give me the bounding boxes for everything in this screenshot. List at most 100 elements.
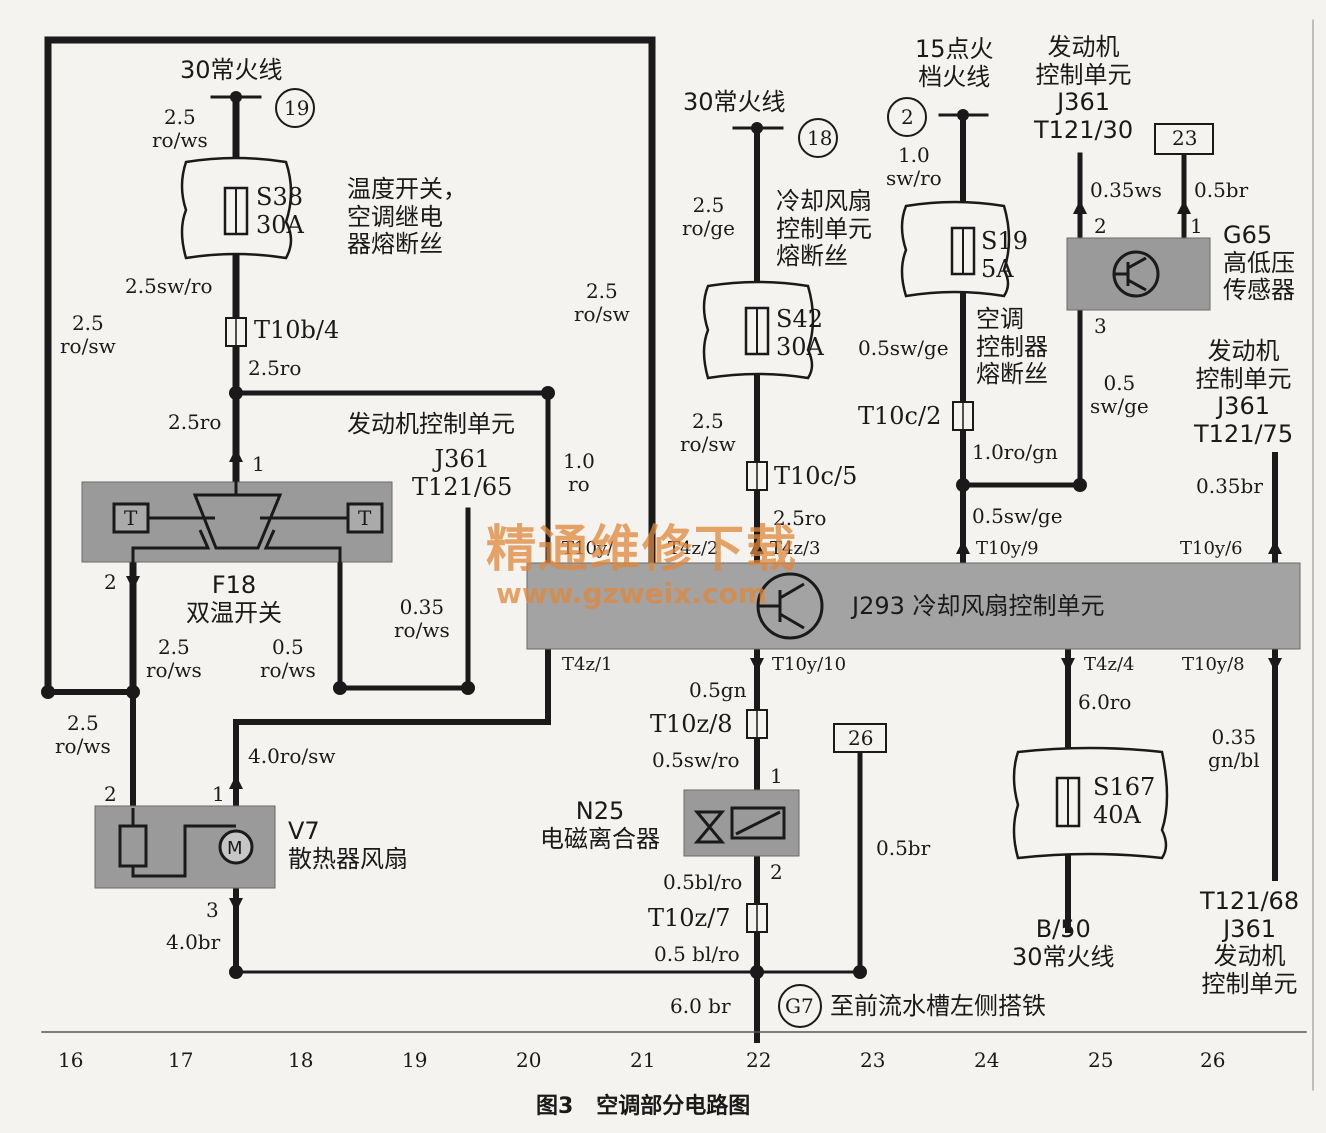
wire-label-21: 6.0 br — [670, 994, 731, 1018]
conn-t10y8: T10y/8 — [1182, 654, 1245, 675]
ref-circle-18 — [798, 118, 838, 158]
ref-box-26 — [833, 723, 887, 753]
s19-label: S19 5A — [981, 227, 1028, 283]
pin-f18-2: 2 — [104, 570, 117, 594]
j293-label: J293 冷却风扇控制单元 — [852, 592, 1105, 620]
pin-g65-3: 3 — [1094, 314, 1107, 338]
axis-num: 23 — [860, 1048, 886, 1072]
supply-30-left: 30常火线 — [180, 56, 283, 84]
wire-label-26: 0.5sw/ge — [972, 504, 1063, 528]
pin-v7-1: 1 — [212, 782, 225, 806]
ref-box-23 — [1154, 123, 1214, 155]
wire-label-14: 2.5 ro/ge — [682, 193, 735, 240]
wire-label-7: 1.0 ro — [563, 449, 595, 496]
ref-23-label: 23 — [1172, 126, 1198, 150]
ref-26-label: 26 — [848, 726, 874, 750]
conn-t10c5: T10c/5 — [774, 462, 858, 490]
wire-label-25: 1.0ro/gn — [972, 440, 1058, 464]
g7-ground-circle — [778, 984, 822, 1028]
svg-text:M: M — [227, 838, 243, 859]
wire-label-2: 2.5sw/ro — [125, 274, 213, 298]
wire-label-32: 0.35 gn/bl — [1208, 725, 1260, 772]
n25-body — [683, 789, 800, 857]
wire-label-27: 0.35ws — [1090, 178, 1162, 202]
ecu-bottom-label: T121/68 J361 发动机 控制单元 — [1200, 887, 1300, 998]
pin-g65-1: 1 — [1190, 214, 1203, 238]
f18-label: F18 双温开关 — [186, 571, 282, 627]
pin-f18-1: 1 — [252, 452, 265, 476]
pin-n25-2: 2 — [770, 860, 783, 884]
wire-label-17: 0.5gn — [689, 678, 747, 702]
j293-body — [526, 562, 1301, 650]
s19-desc: 空调 控制器 熔断丝 — [976, 305, 1048, 389]
wire-f18-right — [337, 507, 471, 691]
ref-circle-2 — [887, 97, 927, 137]
s38-label: S38 30A — [256, 183, 304, 239]
wire-label-28: 0.5br — [1194, 178, 1249, 202]
conn-t10b4: T10b/4 — [254, 316, 340, 344]
axis-num: 19 — [402, 1048, 428, 1072]
j361-mid-label: J361 T121/65 — [412, 445, 513, 501]
supply-30-mid: 30常火线 — [683, 88, 786, 116]
wire-label-30: 0.35br — [1196, 474, 1263, 498]
ecu-right-label: 发动机 控制单元 J361 T121/75 — [1194, 337, 1294, 448]
ref-19-label: 19 — [284, 96, 310, 120]
s42-desc: 冷却风扇 控制单元 熔断丝 — [776, 187, 872, 271]
wire-label-6: 2.5 ro/sw — [574, 279, 630, 326]
figure-caption: 图3 空调部分电路图 — [536, 1094, 751, 1119]
conn-t4z4: T4z/4 — [1084, 654, 1135, 675]
ref-circle-19 — [275, 88, 315, 128]
f18-t-right: T — [358, 506, 372, 530]
watermark-cn: 精通维修下载 — [486, 520, 798, 578]
conn-t10y6: T10y/6 — [1180, 538, 1243, 559]
axis-num: 17 — [168, 1048, 194, 1072]
supply-15: 15点火 档火线 — [915, 35, 994, 91]
wire-label-15: 2.5 ro/sw — [680, 409, 736, 456]
wire-outer-loop — [44, 36, 656, 696]
ecu-top-label: 发动机 控制单元 J361 T121/30 — [1034, 33, 1134, 144]
conn-t4z3: T4z/3 — [770, 538, 821, 559]
ecu-mid-label: 发动机控制单元 — [347, 410, 515, 438]
conn-t10z7: T10z/7 — [648, 904, 731, 932]
v7-label: V7 散热器风扇 — [288, 817, 408, 873]
f18-t-left: T — [124, 506, 138, 530]
wire-label-8: 0.35 ro/ws — [394, 595, 450, 642]
g65-label: G65 高低压 传感器 — [1223, 221, 1295, 305]
axis-num: 21 — [630, 1048, 656, 1072]
wire-label-19: 0.5bl/ro — [663, 870, 743, 894]
wire-label-16: 2.5ro — [773, 506, 827, 530]
axis-num: 24 — [974, 1048, 1000, 1072]
n25-label: N25 电磁离合器 — [540, 797, 660, 853]
axis-num: 26 — [1200, 1048, 1226, 1072]
conn-t10y9: T10y/9 — [976, 538, 1039, 559]
ref-2-label: 2 — [901, 105, 914, 129]
wire-label-1: 2.5 ro/ws — [152, 105, 208, 152]
wire-label-23: 1.0 sw/ro — [886, 143, 942, 190]
wire-label-18: 0.5sw/ro — [652, 748, 740, 772]
pin-v7-2: 2 — [104, 782, 117, 806]
conn-t4z2: T4z/2 — [668, 538, 719, 559]
conn-t10y10: T10y/10 — [772, 654, 847, 675]
g7-label: G7 — [785, 994, 814, 1018]
conn-t10y: T10y/ — [562, 538, 614, 559]
conn-t10c2: T10c/2 — [858, 402, 942, 430]
g65-body — [1066, 237, 1211, 311]
b50-label: B/50 30常火线 — [1012, 915, 1115, 971]
pin-g65-2: 2 — [1094, 214, 1107, 238]
s167-label: S167 40A — [1093, 773, 1156, 829]
axis-num: 22 — [746, 1048, 772, 1072]
wire-4ro-sw — [233, 647, 551, 811]
wire-label-29: 0.5 sw/ge — [1090, 371, 1149, 418]
axis-num: 20 — [516, 1048, 542, 1072]
wire-label-22: 0.5br — [876, 836, 931, 860]
s42-label: S42 30A — [776, 305, 824, 361]
conn-t4z1: T4z/1 — [562, 654, 613, 675]
axis-num: 18 — [288, 1048, 314, 1072]
s38-desc: 温度开关， 空调继电 器熔断丝 — [347, 175, 467, 259]
wire-label-5: 2.5 ro/sw — [60, 311, 116, 358]
wire-label-9: 2.5 ro/ws — [146, 635, 202, 682]
axis-num: 16 — [58, 1048, 84, 1072]
watermark-url: www.gzweix.com — [496, 577, 767, 610]
wire-label-20: 0.5 bl/ro — [654, 942, 740, 966]
